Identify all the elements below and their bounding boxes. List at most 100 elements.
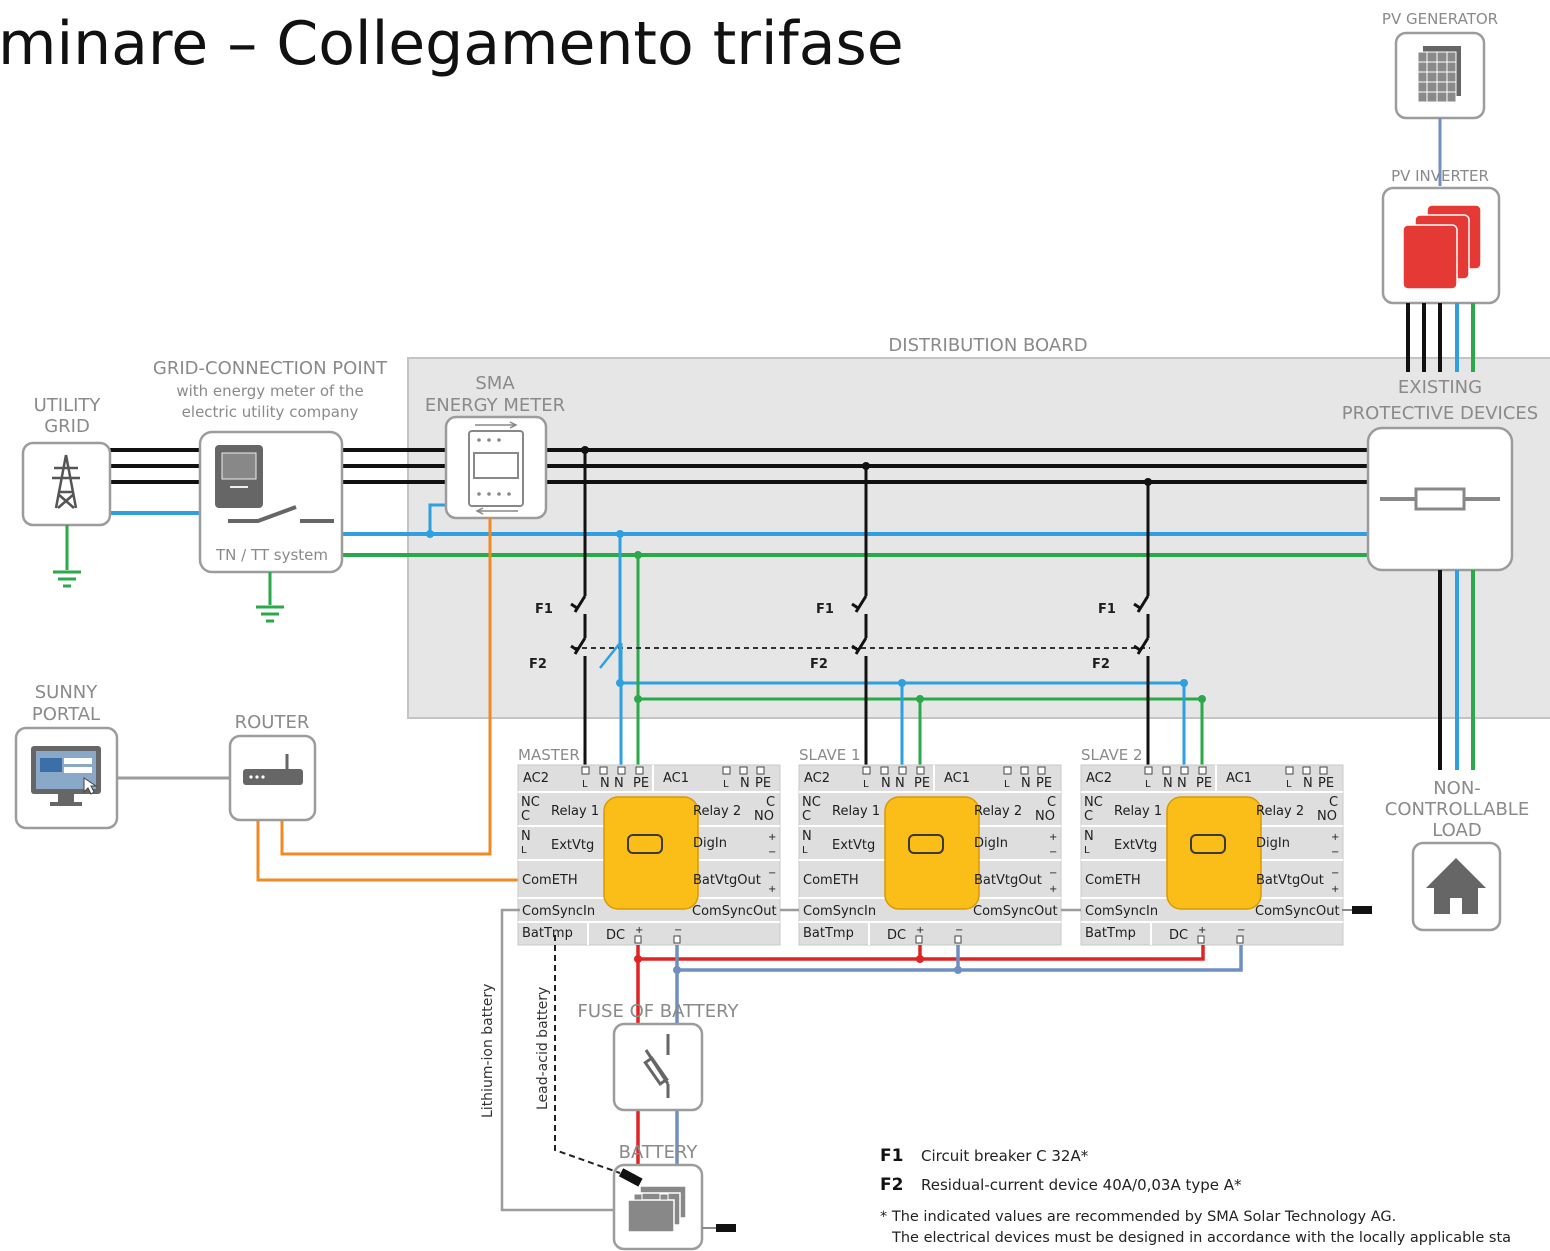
- phase-tap-dot: [1144, 478, 1152, 486]
- terminal-extvtg-l: L: [802, 845, 808, 856]
- terminal-nc: NC: [1084, 795, 1103, 810]
- terminal-batvtgout-plus: +: [1331, 884, 1339, 895]
- terminal-ac1-l: L: [1286, 779, 1292, 790]
- f1-label: F1: [816, 602, 834, 617]
- terminal-relay1: Relay 1: [551, 804, 599, 819]
- terminal-n: N: [1163, 776, 1173, 791]
- non-controllable-label-3: LOAD: [1432, 820, 1481, 841]
- energy-meter-icon: [215, 445, 263, 508]
- terminal-ac1-n: N: [1303, 776, 1313, 791]
- terminal-digin: DigIn: [1256, 836, 1290, 851]
- legend-f1-text: Circuit breaker C 32A*: [921, 1147, 1089, 1165]
- terminal-relay2-c: C: [1047, 795, 1056, 810]
- distribution-board-label: DISTRIBUTION BOARD: [888, 335, 1087, 356]
- neutral-dot: [898, 679, 906, 687]
- sma-energy-meter: [444, 415, 548, 520]
- terminal-l: L: [582, 779, 588, 790]
- sunny-portal-label-1: SUNNY: [35, 682, 99, 703]
- rcd-neutral-blade: [599, 642, 621, 669]
- terminal-cometh: ComETH: [522, 873, 578, 888]
- grid-connection-label-1: GRID-CONNECTION POINT: [153, 358, 388, 379]
- terminal-relay2-no: NO: [754, 809, 774, 824]
- terminal-screw: [1162, 766, 1171, 775]
- terminal-pe: PE: [914, 776, 930, 791]
- terminal-ac1: AC1: [663, 771, 689, 786]
- terminal-digin-minus: −: [1049, 847, 1057, 858]
- lithium-ion-cable: [500, 908, 614, 1212]
- terminal-digin-minus: −: [768, 847, 776, 858]
- sunny-portal: [14, 726, 119, 830]
- dc-wiring: [636, 945, 1243, 1165]
- terminal-relay1: Relay 1: [1114, 804, 1162, 819]
- battery-icon: [627, 1185, 687, 1233]
- terminal-ac1-pe: PE: [1318, 776, 1334, 791]
- terminal-digin-plus: +: [1331, 832, 1339, 843]
- terminal-nc: NC: [521, 795, 540, 810]
- f2-label: F2: [529, 657, 547, 672]
- f1-breaker-symbol: [570, 595, 587, 638]
- ethernet-cables: [256, 518, 520, 882]
- terminal-nc: NC: [802, 795, 821, 810]
- meter-icon: [468, 421, 524, 515]
- pv-generator: [1394, 31, 1486, 120]
- existing-protective-devices: [1366, 426, 1514, 572]
- pv-generator-label: PV GENERATOR: [1382, 10, 1498, 28]
- unit-role-label: SLAVE 1: [799, 746, 861, 764]
- f1-label: F1: [535, 602, 553, 617]
- f2-rcd-symbol: [1133, 637, 1150, 766]
- phase-tap-dot: [581, 446, 589, 454]
- f1-breaker-symbol: [1133, 595, 1150, 638]
- fuse-of-battery-label: FUSE OF BATTERY: [578, 1001, 740, 1022]
- sunny-portal-label-2: PORTAL: [32, 704, 100, 725]
- terminal-ac1: AC1: [1226, 771, 1252, 786]
- terminal-batvtgout-plus: +: [768, 884, 776, 895]
- terminal-relay2: Relay 2: [693, 804, 741, 819]
- terminal-extvtg-n: N: [802, 829, 812, 844]
- non-controllable-label-1: NON-: [1433, 778, 1481, 799]
- terminal-relay1: Relay 1: [832, 804, 880, 819]
- router-icon: [243, 754, 303, 785]
- legend-f2-code: F2: [880, 1175, 903, 1195]
- terminal-dc: DC: [1169, 928, 1188, 943]
- monitor-icon: [31, 746, 101, 806]
- solar-panel-icon: [1417, 46, 1461, 103]
- terminal-screw: [1144, 766, 1153, 775]
- terminal-dc: DC: [887, 928, 906, 943]
- utility-grid-label-2: GRID: [44, 416, 90, 437]
- terminal-n: N: [881, 776, 891, 791]
- terminal-screw: [1285, 766, 1294, 775]
- terminal-batvtgout: BatVtgOut: [974, 873, 1042, 888]
- terminal-ntt: N: [1177, 776, 1187, 791]
- terminal-ac1-l: L: [723, 779, 729, 790]
- terminal-pe: PE: [633, 776, 649, 791]
- terminal-screw: [1003, 766, 1012, 775]
- terminal-extvtg: ExtVtg: [551, 838, 594, 853]
- ground-symbol-gcp: [256, 605, 284, 623]
- terminal-extvtg: ExtVtg: [1114, 838, 1157, 853]
- inverter-display: [627, 834, 663, 854]
- pv-inverter: [1381, 186, 1501, 305]
- legend-f2-text: Residual-current device 40A/0,03A type A…: [921, 1176, 1242, 1194]
- terminal-comsyncout: ComSyncOut: [973, 904, 1058, 919]
- terminal-ac1-pe: PE: [755, 776, 771, 791]
- meter-neutral-tap: [428, 503, 446, 534]
- terminal-batvtgout-minus: −: [1331, 868, 1339, 879]
- terminal-screw: [1198, 766, 1207, 775]
- load-wires: [1438, 570, 1475, 770]
- inverter-display: [908, 834, 944, 854]
- sma-meter-label-1: SMA: [475, 373, 515, 394]
- terminal-cometh: ComETH: [803, 873, 859, 888]
- terminal-screw: [1037, 766, 1046, 775]
- terminal-c: C: [1084, 809, 1093, 824]
- grid-connection-point: TN / TT system: [198, 430, 344, 574]
- battery: [612, 1163, 704, 1251]
- terminal-c: C: [521, 809, 530, 824]
- terminal-comsyncout: ComSyncOut: [692, 904, 777, 919]
- terminal-digin: DigIn: [693, 836, 727, 851]
- terminal-screw: [1236, 935, 1244, 944]
- terminal-dc-plus: +: [635, 925, 643, 936]
- terminal-ntt: N: [614, 776, 624, 791]
- inverter-icon: [1402, 204, 1482, 290]
- ground-symbol-grid: [53, 570, 81, 588]
